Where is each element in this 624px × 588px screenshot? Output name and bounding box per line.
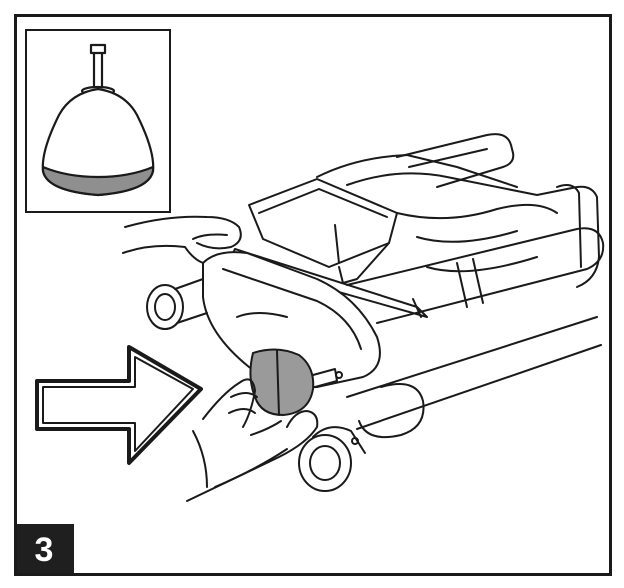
detail-inset (25, 29, 171, 213)
lower-hand-icon (186, 378, 319, 502)
cap-in-hand-icon (249, 348, 315, 416)
instruction-panel: 3 (14, 14, 612, 576)
folded-stroller-icon (146, 133, 605, 492)
arrow-right-icon (35, 345, 203, 465)
hand-icon (122, 215, 242, 264)
wheel-cap-icon (41, 43, 155, 197)
stroller-illustration (35, 133, 605, 502)
step-number-badge: 3 (17, 524, 74, 573)
